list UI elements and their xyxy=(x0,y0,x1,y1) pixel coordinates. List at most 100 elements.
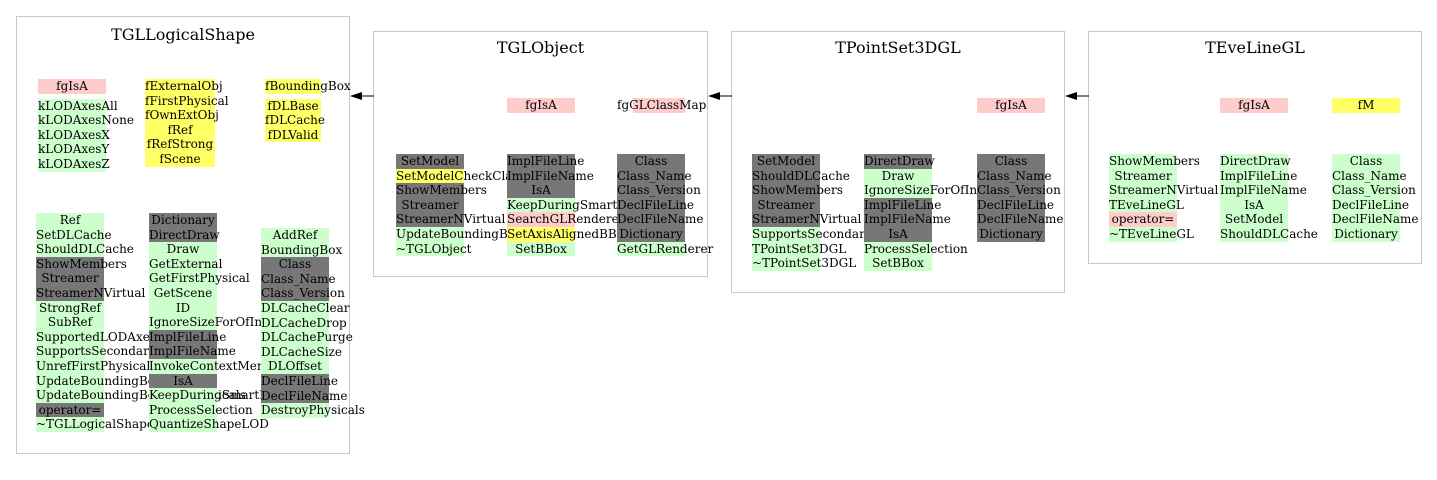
member-method: DirectDraw xyxy=(1220,154,1291,169)
member-attribute: kLODAxesY xyxy=(38,142,110,157)
member-method: IsA xyxy=(149,373,217,389)
method-column: AddRef BoundingBox Class Class_Name Clas… xyxy=(243,228,365,418)
member-method: IgnoreSizeForOfInterest xyxy=(149,315,298,330)
member-method: Class_Version xyxy=(1332,183,1416,198)
member-method: StreamerNVirtual xyxy=(36,285,146,301)
member-method: ~TGLLogicalShape xyxy=(36,417,154,432)
inheritance-arrow xyxy=(1065,92,1089,100)
member-method: UpdateBoundingBox xyxy=(36,373,162,389)
member-method: ShouldDLCache xyxy=(1220,226,1318,242)
member-attribute: fExternalObj xyxy=(145,79,223,94)
class-box-tevelinegl: TEveLineGL fgIsA fM ShowMembers Streamer… xyxy=(1088,31,1422,264)
member-method: DeclFileName xyxy=(977,212,1064,227)
member-method: ID xyxy=(149,300,217,316)
member-method: Class xyxy=(261,257,329,272)
member-method: DLCacheDrop xyxy=(261,315,347,331)
member-method: Dictionary xyxy=(617,226,685,242)
member-method: ShouldDLCache xyxy=(752,168,850,184)
member-column: fgIsA xyxy=(1219,98,1289,113)
method-column: SetModel SetModelCheckClass ShowMembers … xyxy=(372,154,525,257)
member-column: fExternalObj fFirstPhysical fOwnExtObj f… xyxy=(145,79,229,167)
class-title: TGLObject xyxy=(496,38,585,57)
class-title: TPointSet3DGL xyxy=(835,38,961,57)
member-method: DeclFileLine xyxy=(1332,197,1410,213)
member-method: Class xyxy=(1332,154,1400,169)
class-box-tpointset3dgl: TPointSet3DGL fgIsA SetModel ShouldDLCac… xyxy=(731,31,1065,293)
member-method: InvokeContextMenu xyxy=(149,358,273,374)
class-box-tgllogicalshape: TGLLogicalShape fgIsA kLODAxesAll kLODAx… xyxy=(16,16,365,454)
member-attribute: fFirstPhysical xyxy=(145,93,229,109)
method-column: DirectDraw Draw IgnoreSizeForOfInterest … xyxy=(846,154,1013,271)
member-method: operator= xyxy=(1109,212,1177,227)
inheritance-arrow xyxy=(708,92,732,100)
member-method: Class_Version xyxy=(617,183,701,198)
member-method: GetScene xyxy=(149,285,217,301)
member-method: SupportsSecondarySelect xyxy=(752,226,910,242)
member-method: Streamer xyxy=(752,197,820,213)
member-method: SubRef xyxy=(36,315,104,330)
member-method: DeclFileLine xyxy=(977,197,1055,213)
member-attribute: kLODAxesZ xyxy=(38,156,110,172)
member-method: Streamer xyxy=(1109,168,1177,184)
member-attribute: fScene xyxy=(145,151,215,167)
method-column: ShowMembers Streamer StreamerNVirtual TE… xyxy=(1091,154,1218,242)
member-method: Streamer xyxy=(36,271,104,286)
member-method: DirectDraw xyxy=(864,154,935,169)
member-method: StreamerNVirtual xyxy=(752,212,862,227)
member-method: Dictionary xyxy=(149,213,217,228)
member-method: IsA xyxy=(507,183,575,198)
member-method: SetModel xyxy=(396,154,464,169)
method-column: Class Class_Name Class_Version DeclFileL… xyxy=(606,154,713,257)
member-method: Dictionary xyxy=(1332,226,1400,242)
member-method: SetBBox xyxy=(864,256,932,271)
member-method: GetExternal xyxy=(149,256,223,272)
member-attribute: fgIsA xyxy=(38,79,106,94)
member-attribute: kLODAxesAll xyxy=(38,98,118,114)
member-method: ImplFileLine xyxy=(864,197,942,213)
member-method: Class xyxy=(977,154,1045,169)
member-method: Class_Name xyxy=(617,168,692,184)
member-method: IgnoreSizeForOfInterest xyxy=(864,183,1013,198)
member-method: ShowMembers xyxy=(752,183,843,198)
member-method: UpdateBoundingBoxesOfPhysicals xyxy=(36,388,246,403)
member-method: Class_Name xyxy=(1332,168,1407,184)
member-method: Ref xyxy=(36,213,104,228)
member-method: DeclFileName xyxy=(261,388,348,404)
member-method: GetFirstPhysical xyxy=(149,271,250,286)
member-method: ShowMembers xyxy=(396,183,487,198)
member-attribute: kLODAxesX xyxy=(38,127,110,143)
member-method: DestroyPhysicals xyxy=(261,403,365,418)
member-method: SetModel xyxy=(752,154,820,169)
member-method: ~TPointSet3DGL xyxy=(752,256,857,271)
member-method: DeclFileName xyxy=(617,212,704,227)
member-method: TEveLineGL xyxy=(1109,197,1184,213)
method-column: DirectDraw ImplFileLine ImplFileName IsA… xyxy=(1213,154,1318,242)
method-column: SetModel ShouldDLCache ShowMembers Strea… xyxy=(734,154,910,271)
member-attribute: fgIsA xyxy=(977,98,1045,113)
member-method: DeclFileLine xyxy=(261,373,339,389)
member-method: DeclFileName xyxy=(1332,212,1419,227)
member-method: IsA xyxy=(864,226,932,242)
class-title: TGLLogicalShape xyxy=(111,25,255,44)
member-method: ImplFileLine xyxy=(1220,168,1298,184)
member-column: fBoundingBox fDLBase fDLCache fDLValid xyxy=(251,79,351,143)
member-method: ~TEveLineGL xyxy=(1109,226,1194,242)
member-method: SetModelCheckClass xyxy=(396,168,525,184)
member-method: Streamer xyxy=(396,197,464,213)
member-method: Draw xyxy=(149,242,217,257)
member-column: fgGLClassMap xyxy=(606,98,706,113)
member-attribute: kLODAxesNone xyxy=(38,113,134,128)
member-method: Class_Name xyxy=(977,168,1052,184)
member-attribute: fM xyxy=(1332,98,1400,113)
member-method: TPointSet3DGL xyxy=(752,241,847,257)
method-column: ImplFileLine ImplFileName IsA KeepDuring… xyxy=(486,154,664,257)
member-method: ImplFileName xyxy=(864,212,951,227)
member-attribute: fDLCache xyxy=(265,113,325,128)
member-method: ImplFileLine xyxy=(149,329,227,345)
member-attribute: fgIsA xyxy=(1220,98,1288,113)
member-method: Class_Version xyxy=(261,286,345,301)
member-method: IsA xyxy=(1220,197,1288,213)
method-column: Class Class_Name Class_Version DeclFileL… xyxy=(976,154,1064,242)
member-method: DLCacheClear xyxy=(261,300,350,316)
member-method: Class xyxy=(617,154,685,169)
